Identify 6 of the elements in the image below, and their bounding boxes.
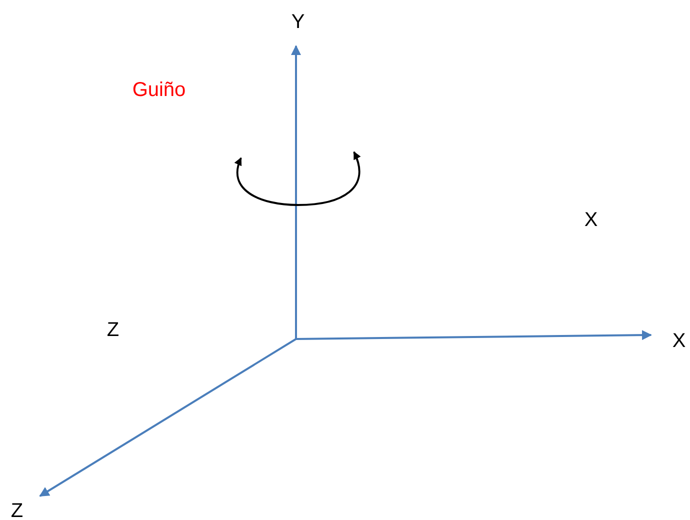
axis-label: Z bbox=[106, 319, 120, 341]
axis-label: Z bbox=[10, 500, 24, 520]
axis-label: X bbox=[672, 330, 686, 352]
axis-label: Y bbox=[291, 11, 305, 33]
rotation-label: Guiño bbox=[132, 79, 186, 101]
axis-label: X bbox=[584, 209, 598, 231]
